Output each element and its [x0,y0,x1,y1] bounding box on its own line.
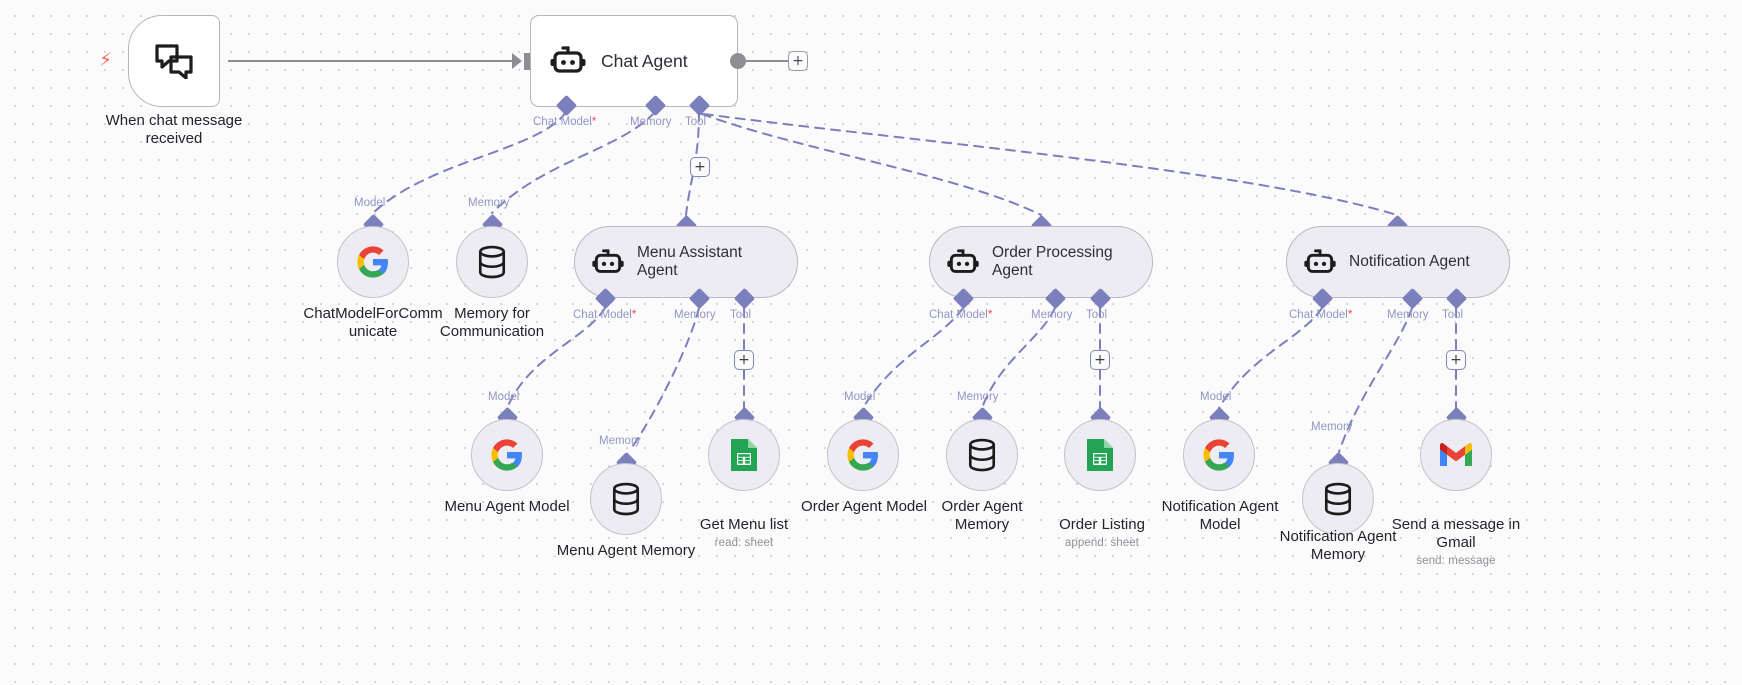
node-caption-order-listing-text: Order Listing [1059,516,1145,533]
add-tool-button-notification-agent[interactable]: + [1446,350,1466,370]
node-caption-menu-agent-memory: Menu Agent Memory [556,542,696,559]
port-label-memory-notification-agent-memory: Memory [1311,421,1353,433]
node-title-menu-assistant-agent: Menu Assistant Agent [637,243,743,279]
add-tool-button-menu-assistant-agent[interactable]: + [734,350,754,370]
node-order-agent-model[interactable] [827,419,899,491]
port-label-memory-notification-agent: Memory [1387,309,1429,321]
port-label-tool-chat-agent: Tool [685,116,707,128]
add-tool-button-chat-agent[interactable]: + [690,157,710,177]
google-sheets-icon [731,439,757,471]
node-caption-send-message-gmail: Send a message in Gmail send: message [1378,498,1534,587]
chat-bubbles-icon [155,44,193,79]
node-get-menu-list[interactable] [708,419,780,491]
node-caption-order-listing: Order Listing append: sheet [1040,498,1164,569]
gmail-icon [1440,443,1472,466]
robot-icon [592,248,624,273]
node-menu-agent-memory[interactable] [590,463,662,535]
node-menu-agent-model[interactable] [471,419,543,491]
port-label-memory-chat-agent: Memory [630,116,672,128]
lightning-bolt-icon: ⚡ [99,49,113,71]
port-label-tool-notification-agent: Tool [1442,309,1464,321]
port-label-model-order-agent-model: Model [844,391,876,403]
node-caption-menu-agent-model: Menu Agent Model [444,498,570,515]
port-label-chat-model-menu-assistant-agent: Chat Model* [573,309,637,321]
robot-icon [947,248,979,273]
port-label-tool-menu-assistant-agent: Tool [730,309,752,321]
node-when-chat-message-received[interactable] [128,15,220,107]
database-icon [478,245,506,279]
input-connector-chat-agent [524,53,531,70]
port-label-chat-model-chat-agent: Chat Model* [533,116,597,128]
port-label-model-notification-agent-model: Model [1200,391,1232,403]
port-label-chat-model-order-processing-agent: Chat Model* [929,309,993,321]
node-send-message-gmail[interactable] [1420,419,1492,491]
node-title-chat-agent: Chat Agent [601,50,688,71]
port-label-memory-menu-assistant-agent: Memory [674,309,716,321]
google-g-icon [1203,439,1234,471]
node-memory-for-communication[interactable] [456,226,528,298]
node-caption-trigger: When chat message received [105,112,243,147]
port-label-chat-model-notification-agent: Chat Model* [1289,309,1353,321]
database-icon [968,438,996,472]
node-chat-model-for-communicate[interactable] [337,226,409,298]
node-notification-agent-memory[interactable] [1302,463,1374,535]
node-subtitle-order-listing: append: sheet [1064,537,1140,549]
node-notification-agent[interactable]: Notification Agent [1286,226,1510,298]
node-notification-agent-model[interactable] [1183,419,1255,491]
node-title-notification-agent: Notification Agent [1349,252,1470,270]
robot-icon [1304,248,1336,273]
node-caption-order-agent-model: Order Agent Model [801,498,927,515]
database-icon [1324,482,1352,516]
port-label-memory-memory-for-communication: Memory [468,197,510,209]
node-caption-notification-agent-model: Notification Agent Model [1161,498,1279,533]
port-label-model-chat-model-for-communicate: Model [354,197,386,209]
node-menu-assistant-agent[interactable]: Menu Assistant Agent [574,226,798,298]
node-caption-get-menu-list-text: Get Menu list [699,516,789,533]
port-label-memory-order-processing-agent: Memory [1031,309,1073,321]
add-tool-button-order-processing-agent[interactable]: + [1090,350,1110,370]
output-connector-chat-agent[interactable] [730,53,746,69]
input-arrow-chat-agent [512,53,522,69]
port-label-model-menu-agent-model: Model [488,391,520,403]
node-caption-memory-for-communication: Memory for Communication [439,305,545,340]
node-caption-send-message-gmail-text: Send a message in Gmail [1391,516,1521,551]
database-icon [612,482,640,516]
google-g-icon [357,246,388,278]
port-label-tool-order-processing-agent: Tool [1086,309,1108,321]
google-g-icon [491,439,522,471]
node-subtitle-send-message-gmail: send: message [1416,555,1496,567]
google-sheets-icon [1087,439,1113,471]
node-caption-chat-model-for-communicate: ChatModelForComm unicate [303,305,443,340]
node-order-listing[interactable] [1064,419,1136,491]
node-caption-get-menu-list: Get Menu list read: sheet [674,498,814,569]
node-order-agent-memory[interactable] [946,419,1018,491]
google-g-icon [847,439,878,471]
node-chat-agent[interactable]: Chat Agent [530,15,738,107]
node-title-order-processing-agent: Order Processing Agent [992,243,1113,279]
node-subtitle-get-menu-list: read: sheet [714,537,774,549]
robot-icon [550,46,586,73]
node-order-processing-agent[interactable]: Order Processing Agent [929,226,1153,298]
port-label-memory-menu-agent-memory: Memory [599,435,641,447]
node-caption-order-agent-memory: Order Agent Memory [941,498,1023,533]
port-label-memory-order-agent-memory: Memory [957,391,999,403]
add-node-button-after-chat-agent[interactable]: + [788,51,808,71]
